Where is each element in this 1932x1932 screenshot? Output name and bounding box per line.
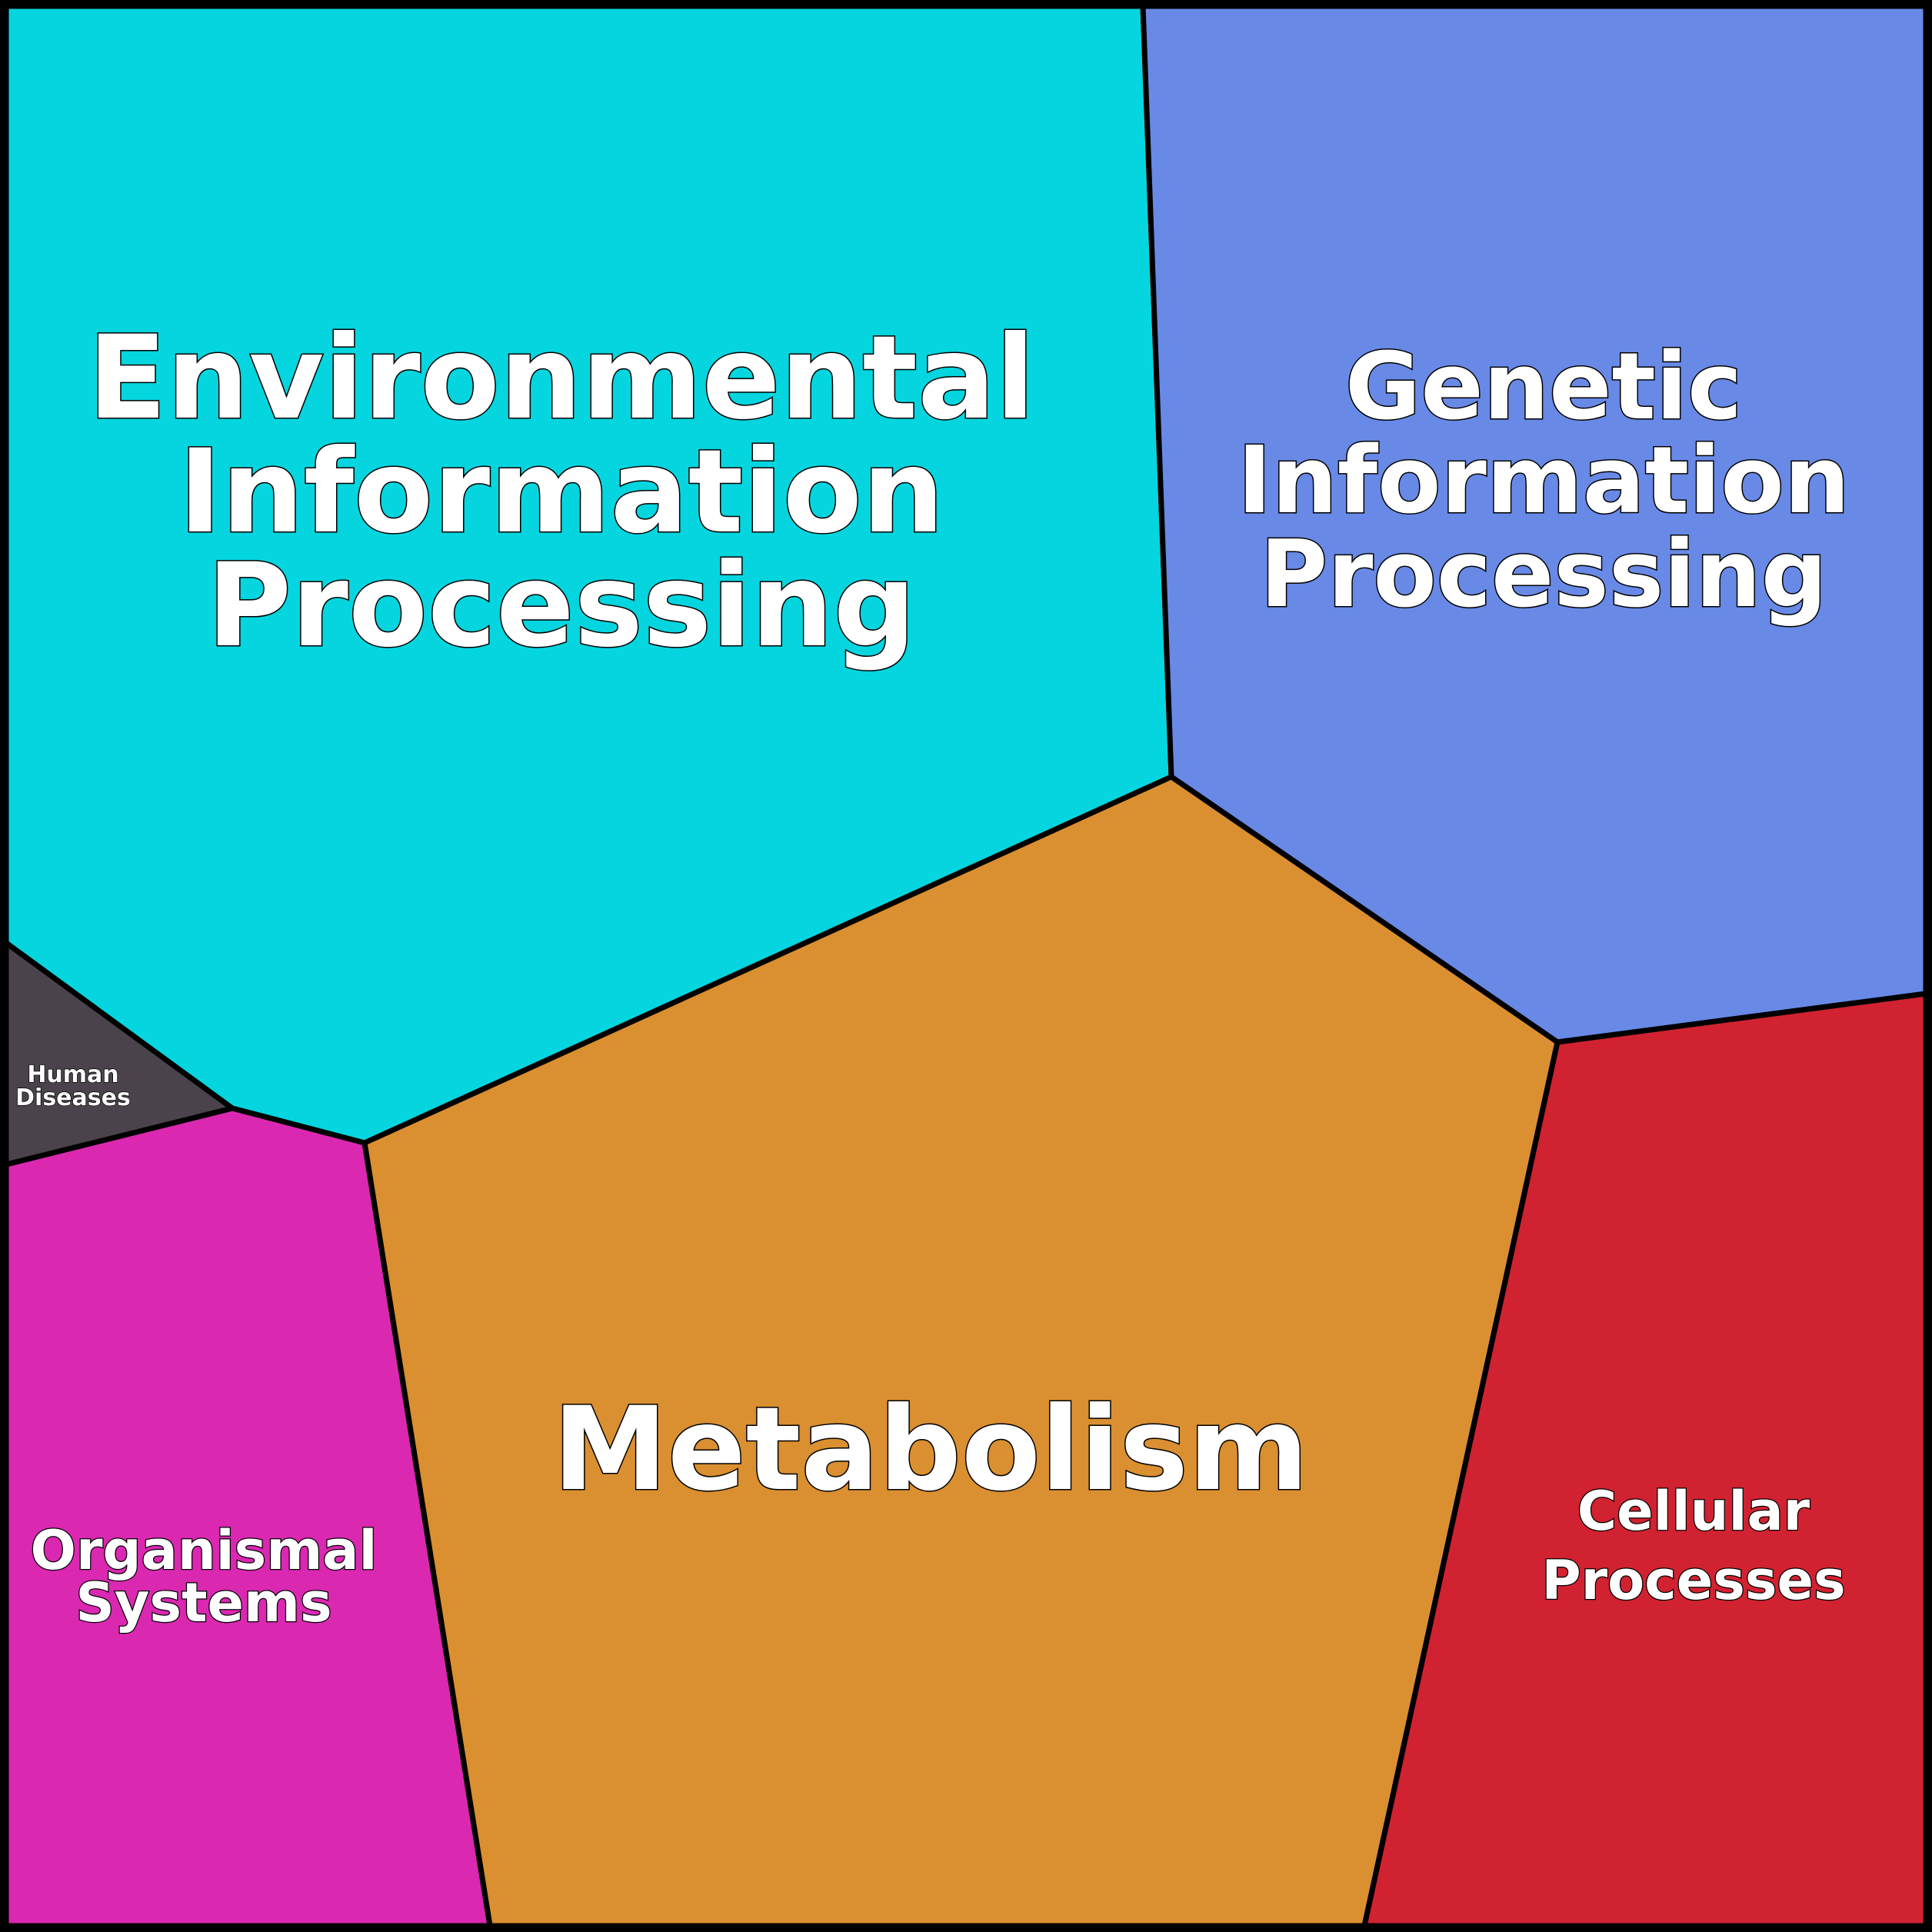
label-human-line: Diseases bbox=[15, 1084, 131, 1111]
label-cellular-line: Processes bbox=[1541, 1549, 1845, 1612]
label-genetic-line: Processing bbox=[1260, 521, 1827, 628]
label-environmental-line: Processing bbox=[207, 539, 916, 673]
cell-human bbox=[3, 938, 239, 1168]
label-metabolism: Metabolism bbox=[553, 1383, 1309, 1517]
cells-layer bbox=[3, 3, 1929, 1929]
label-genetic-line: Genetic bbox=[1345, 334, 1742, 441]
cell-cellular bbox=[1361, 991, 1929, 1929]
label-environmental-line: Information bbox=[178, 425, 944, 559]
label-environmental-line: Environmental bbox=[88, 311, 1034, 445]
cell-metabolism bbox=[361, 773, 1561, 1929]
label-human-line: Human bbox=[27, 1061, 118, 1088]
label-organismal-line: Systems bbox=[75, 1571, 331, 1634]
label-cellular-line: Cellular bbox=[1577, 1480, 1810, 1543]
label-organismal-line: Organismal bbox=[30, 1519, 377, 1582]
label-metabolism-line: Metabolism bbox=[553, 1383, 1309, 1517]
label-genetic-line: Information bbox=[1237, 428, 1850, 535]
